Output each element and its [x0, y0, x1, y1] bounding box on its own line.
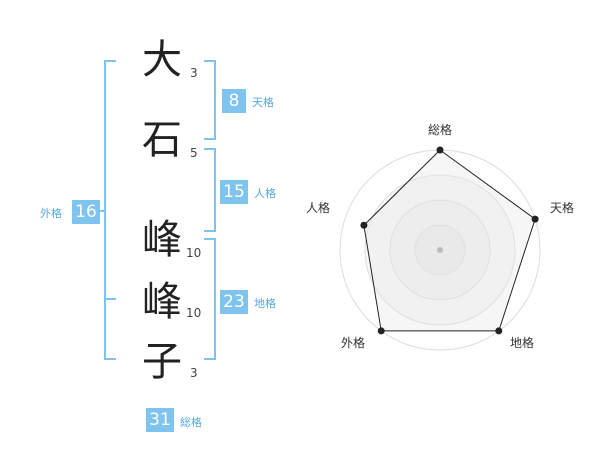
chikaku-value-badge: 23 [220, 290, 248, 314]
soukaku-value-badge: 31 [146, 408, 174, 432]
radar-center-dot [437, 247, 443, 253]
gaikaku-label: 外格 [40, 207, 62, 220]
stroke-count-5: 3 [190, 366, 198, 380]
name-char-5: 子 [142, 339, 182, 385]
name-char-4: 峰 [142, 279, 182, 325]
radar-axis-label-2: 天格 [550, 200, 574, 215]
radar-points [360, 146, 539, 335]
tenkaku-bracket [204, 60, 216, 140]
jinkaku-label: 人格 [254, 187, 276, 200]
stroke-count-4: 10 [186, 306, 202, 320]
name-char-2: 石 [142, 117, 182, 163]
radar-point-5 [360, 221, 368, 229]
soukaku-label: 総格 [180, 416, 202, 429]
radar-axis-label-1: 総格 [428, 122, 452, 137]
radar-point-4 [377, 327, 385, 335]
radar-axis-label-4: 外格 [341, 335, 365, 350]
radar-point-3 [495, 327, 503, 335]
gaikaku-connector [98, 210, 106, 212]
stroke-count-2: 5 [190, 146, 198, 160]
stroke-count-3: 10 [186, 246, 202, 260]
radar-point-1 [436, 146, 444, 154]
chikaku-bracket [204, 238, 216, 360]
radar-axis-label-5: 人格 [306, 200, 330, 215]
gaikaku-divider [104, 298, 116, 300]
name-char-1: 大 [142, 37, 182, 83]
chikaku-label: 地格 [254, 297, 276, 310]
tenkaku-label: 天格 [252, 96, 274, 109]
name-char-3: 峰 [142, 217, 182, 263]
stroke-count-1: 3 [190, 66, 198, 80]
gaikaku-value-badge: 16 [72, 200, 100, 224]
jinkaku-value-badge: 15 [220, 180, 248, 204]
radar-area [363, 149, 536, 332]
jinkaku-bracket [204, 148, 216, 232]
tenkaku-value-badge: 8 [222, 89, 246, 113]
radar-point-2 [531, 215, 539, 223]
radar-axis-label-3: 地格 [510, 335, 534, 350]
